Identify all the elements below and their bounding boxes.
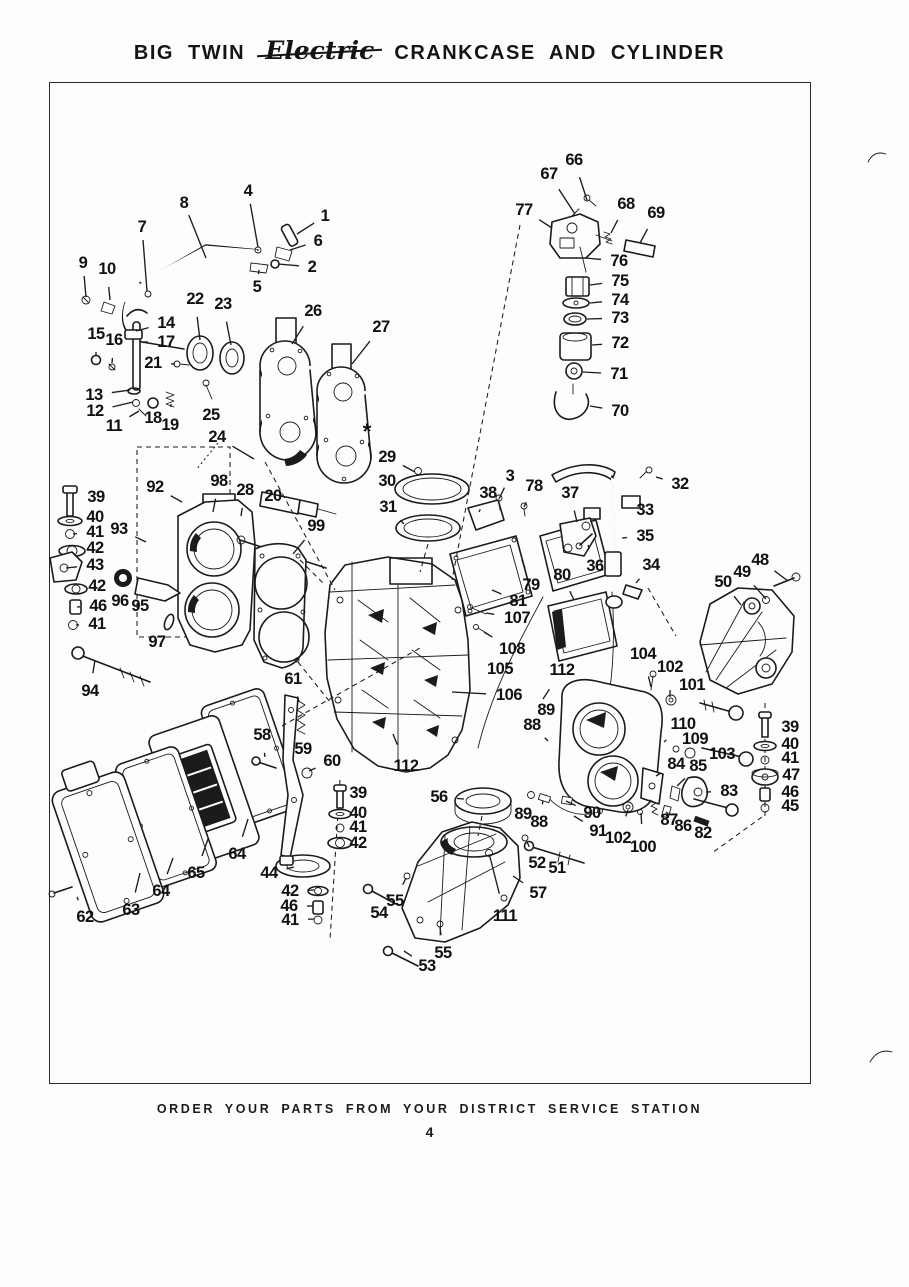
cylinder-head-parts — [558, 670, 754, 827]
electric-logo: Electric — [259, 36, 380, 65]
construction-lines — [195, 224, 677, 837]
center-hardware-stack — [275, 779, 353, 941]
title-prefix: BIG TWIN — [133, 42, 246, 64]
page-number: 4 — [425, 1124, 434, 1140]
footer-text: ORDER YOUR PARTS FROM YOUR DISTRICT SERV… — [156, 1102, 703, 1116]
lower-mount-bracket — [362, 787, 643, 967]
right-hardware-stack — [711, 703, 779, 854]
title-suffix: CRANKCASE AND CYLINDER — [394, 42, 726, 64]
stern-bracket — [699, 572, 801, 695]
carburetor-parts — [549, 194, 656, 421]
throttle-tube-parts — [81, 223, 299, 350]
left-hardware-stack — [49, 446, 231, 638]
shift-rod-parts — [551, 464, 653, 609]
reed-plate-parts — [467, 494, 528, 531]
head-gasket — [253, 542, 310, 669]
bypass-covers — [48, 688, 302, 923]
intake-covers — [449, 519, 618, 749]
crankcase-cover-plates — [259, 317, 372, 484]
diagram-frame — [49, 82, 811, 1084]
shift-lever-parts — [90, 308, 245, 417]
main-bearing-rings — [394, 467, 470, 542]
main-crankcase — [324, 556, 471, 773]
page-title: BIG TWIN Electric CRANKCASE AND CYLINDER — [49, 36, 810, 65]
scan-marks — [867, 152, 893, 1063]
cylinder-block-half — [71, 491, 337, 687]
